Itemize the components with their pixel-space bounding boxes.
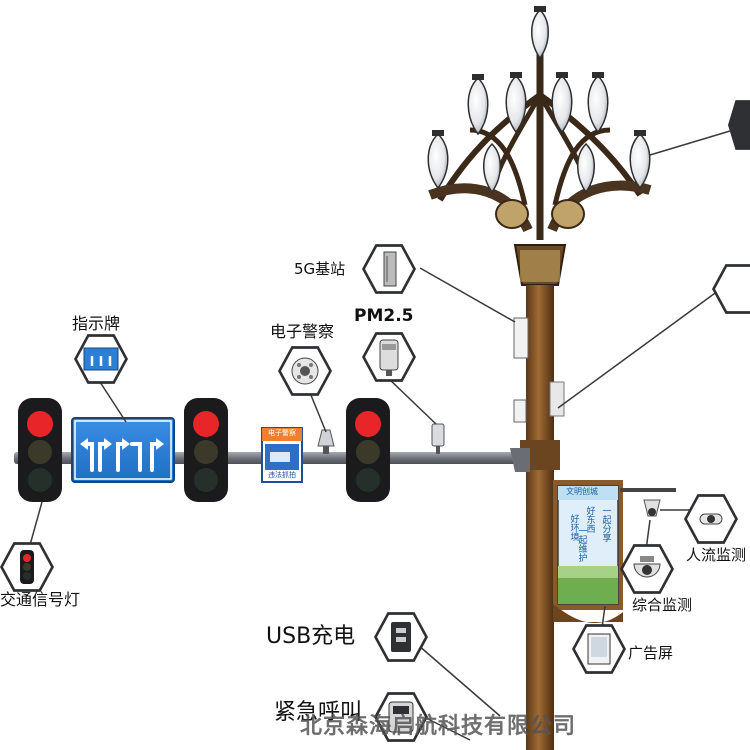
dome-monitor-icon	[620, 544, 674, 594]
pole-side-box	[549, 381, 565, 417]
police-camera	[317, 429, 335, 454]
label-traffic-light: 交通信号灯	[0, 590, 81, 609]
direction-sign-icon	[74, 334, 128, 384]
ornamental-lamp-head	[427, 6, 652, 286]
label-pm25: PM2.5	[354, 306, 414, 326]
air-sensor-icon	[362, 332, 416, 382]
main-pole	[526, 285, 554, 750]
company-watermark: 北京森海启航科技有限公司	[300, 713, 577, 739]
traffic-light-2	[184, 398, 228, 502]
direction-sign	[71, 417, 175, 483]
traffic-light-3	[346, 398, 390, 502]
police-sign-bottom-text: 违法抓拍	[268, 471, 296, 479]
emergency-button-icon	[374, 692, 428, 742]
dome-camera-icon	[684, 494, 738, 544]
label-electronic-police: 电子警察	[270, 322, 335, 341]
ad-panel-col4: 一起维护	[576, 526, 587, 562]
label-direction-sign: 指示牌	[72, 314, 121, 333]
traffic-light-1	[18, 398, 62, 502]
police-sign-top-text: 电子警察	[268, 429, 296, 437]
ad-panel-col3: 好环境	[568, 514, 579, 541]
lamp-icon	[728, 100, 750, 150]
label-emergency-call: 紧急呼叫	[274, 700, 363, 725]
dome-camera-upper	[620, 488, 676, 517]
usb-socket-icon	[374, 612, 428, 662]
label-ad-screen: 广告屏	[628, 644, 674, 662]
5g-antenna-icon	[362, 244, 416, 294]
5g-box	[513, 317, 529, 359]
label-5g-base-station: 5G基站	[294, 260, 346, 278]
traffic-light-icon	[0, 542, 54, 592]
police-sign-plate	[261, 427, 303, 483]
label-people-flow: 人流监测	[686, 546, 747, 564]
ad-panel-title: 文明创城	[566, 487, 598, 496]
ad-panel-col1: 好东西	[584, 506, 595, 533]
screen-icon	[572, 624, 626, 674]
ad-panel-col2: 一起分享	[600, 506, 611, 542]
advertising-screen	[553, 480, 623, 624]
label-comprehensive-monitor: 综合监测	[632, 596, 693, 614]
label-usb-charging: USB充电	[266, 624, 356, 649]
camera-icon	[278, 346, 332, 396]
pole-sensor-box	[513, 399, 527, 423]
pm25-sensor	[431, 423, 445, 454]
